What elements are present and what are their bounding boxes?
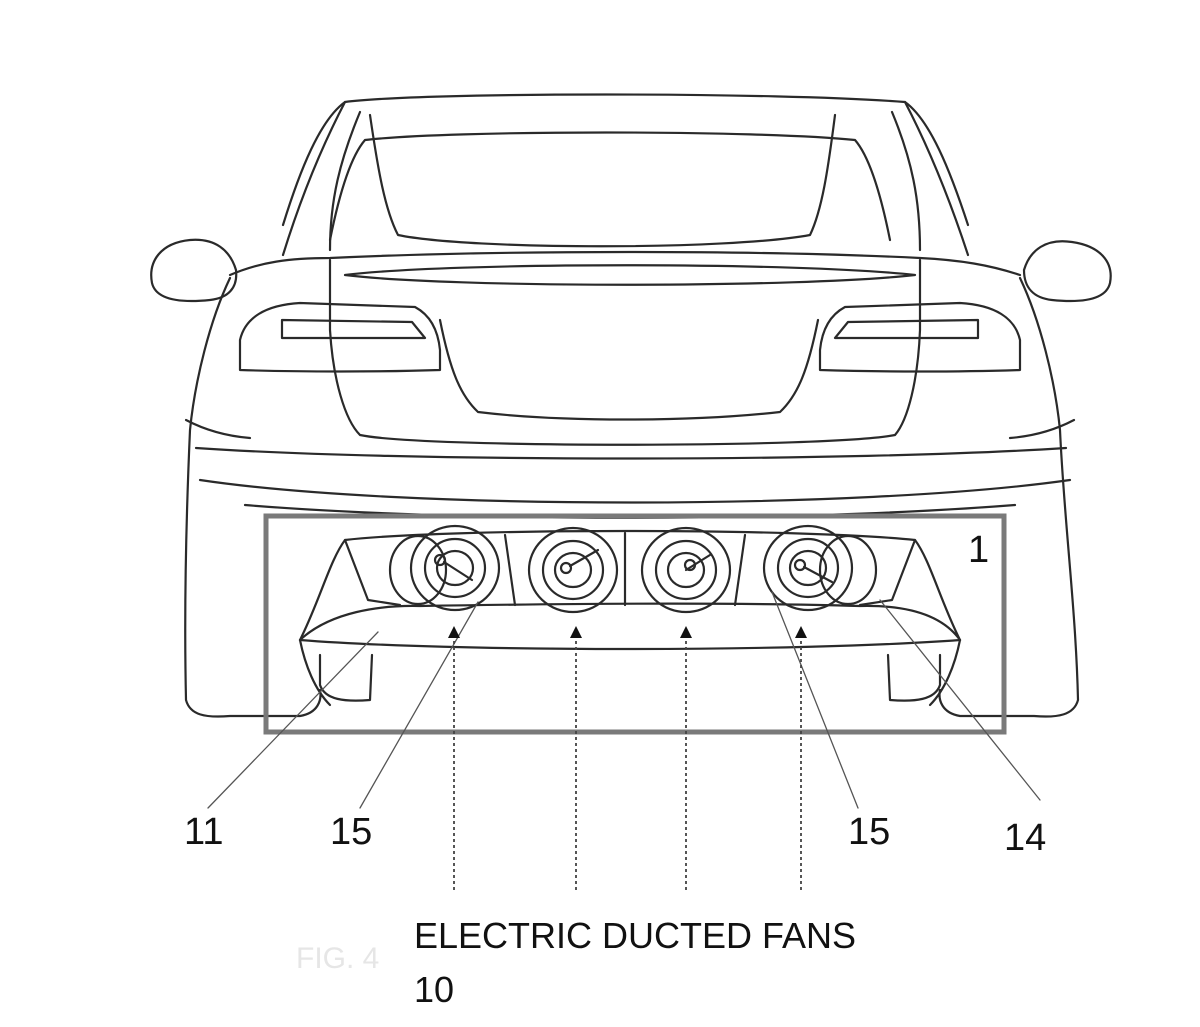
fan-2 — [527, 526, 619, 614]
right-body-side — [938, 276, 1080, 718]
leader-lines — [207, 591, 1041, 809]
rear-window-glass — [368, 113, 837, 248]
rear-window-inner — [328, 131, 892, 242]
caption-title: ELECTRIC DUCTED FANS — [414, 915, 856, 956]
ducted-fans — [388, 524, 878, 614]
roof-outline — [281, 93, 970, 227]
ref-14-label: 14 — [1004, 817, 1046, 859]
left-body-side — [184, 276, 322, 718]
box-ref-label: 1 — [968, 529, 989, 571]
fan-arrows — [448, 626, 807, 890]
body-shoulder — [228, 250, 1022, 277]
arrow-head-2 — [570, 626, 582, 638]
fan-4 — [762, 524, 878, 612]
left-taillight — [238, 301, 442, 373]
ref-15-left-label: 15 — [330, 811, 372, 853]
arrow-head-3 — [680, 626, 692, 638]
right-c-pillar — [903, 100, 970, 257]
right-mirror — [1022, 240, 1112, 303]
trunk-lid — [328, 258, 922, 446]
arrow-head-1 — [448, 626, 460, 638]
car-rear-view — [150, 93, 1112, 718]
right-taillight — [818, 301, 1022, 373]
leader-15-right — [771, 591, 859, 809]
caption-ref: 10 — [414, 969, 454, 1010]
left-c-pillar — [281, 100, 347, 257]
faint-figure-text: FIG. 4 — [296, 942, 379, 975]
fan-3 — [640, 526, 732, 614]
diffuser-lip — [298, 602, 962, 651]
leader-11 — [207, 631, 379, 809]
ref-15-right-label: 15 — [848, 811, 890, 853]
highlight-box — [263, 513, 1007, 735]
arrow-head-4 — [795, 626, 807, 638]
diffuser-outline — [298, 529, 962, 642]
ref-11-label: 11 — [184, 811, 223, 853]
fan-1 — [388, 524, 501, 612]
leader-14 — [879, 599, 1041, 801]
trunk-spoiler — [343, 264, 917, 286]
